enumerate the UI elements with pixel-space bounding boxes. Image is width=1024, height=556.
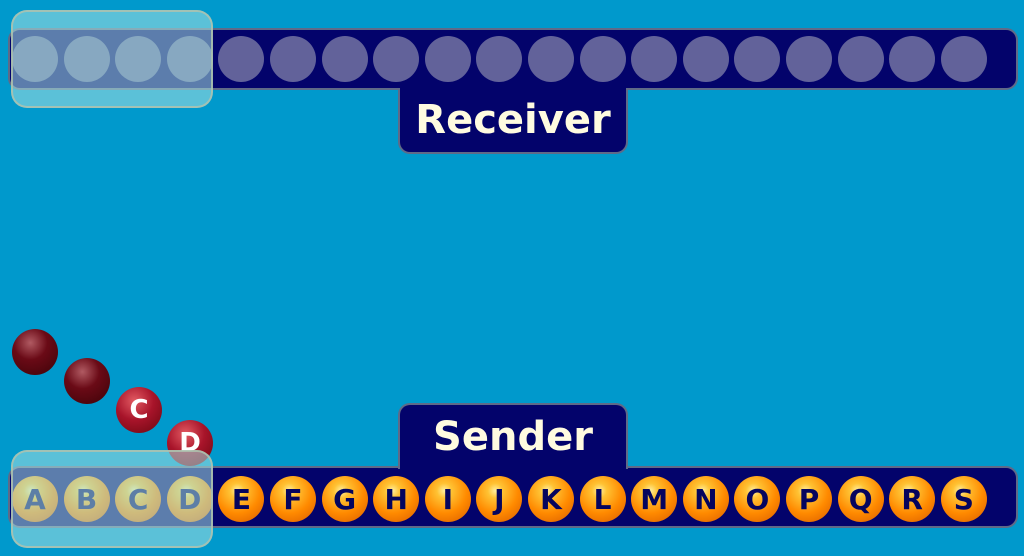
receiver-slot [218,36,265,82]
in-flight-packet [12,329,58,375]
receiver-slot [528,36,574,82]
packet-ball[interactable]: E [218,476,265,522]
packet-ball[interactable]: O [734,476,781,522]
receiver-slot [631,36,678,82]
packet-ball[interactable]: R [889,476,936,522]
sender-window[interactable] [11,450,213,548]
receiver-slot [682,36,729,82]
receiver-slot [786,36,832,82]
receiver-slot [837,36,884,82]
receiver-slot [321,36,368,82]
receiver-slot [476,36,523,82]
receiver-slot [373,36,420,82]
receiver-slot [579,36,626,82]
packet-ball[interactable]: I [424,476,471,522]
packet-ball[interactable]: H [373,476,420,522]
packet-ball[interactable]: J [476,476,523,522]
receiver-slot [424,36,471,82]
packet-ball[interactable]: F [270,476,316,522]
packet-ball[interactable]: L [579,476,626,522]
packet-ball[interactable]: M [631,476,678,522]
sender-label: Sender [398,403,628,469]
in-flight-packet [64,358,110,404]
in-flight-packet-labeled: C [116,387,162,433]
packet-ball[interactable]: S [940,476,987,522]
receiver-slot [270,36,316,82]
receiver-slot [940,36,987,82]
packet-ball[interactable]: K [528,476,574,522]
receiver-slot [734,36,781,82]
receiver-slot [889,36,936,82]
packet-ball[interactable]: G [321,476,368,522]
packet-ball[interactable]: Q [837,476,884,522]
receiver-label: Receiver [398,88,628,154]
packet-ball[interactable]: N [682,476,729,522]
receiver-window[interactable] [11,10,213,108]
packet-ball[interactable]: P [786,476,832,522]
